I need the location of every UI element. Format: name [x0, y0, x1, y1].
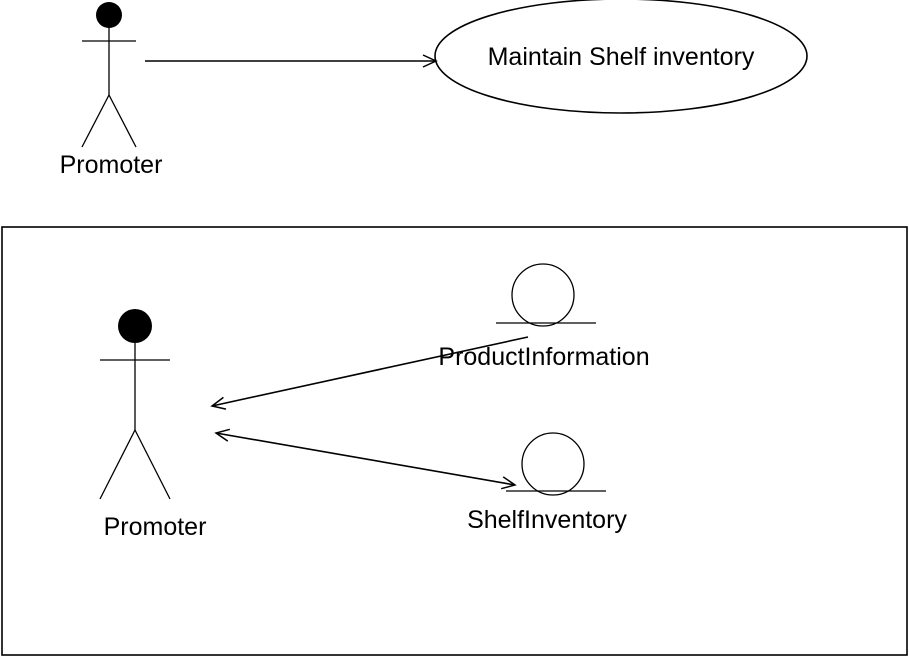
- entity-circle-shelf: [521, 432, 585, 496]
- actor-leg-right-top: [108, 94, 137, 148]
- analysis-view: Promoter ProductInformation ShelfInvento…: [1, 226, 908, 656]
- actor-label-top: Promoter: [60, 151, 163, 179]
- actor-figure-top[interactable]: [81, 2, 137, 148]
- actor-head-bottom: [118, 309, 152, 343]
- entity-label-shelf: ShelfInventory: [467, 506, 627, 534]
- analysis-frame: [1, 226, 908, 656]
- actor-head-top: [96, 2, 122, 28]
- association-product-to-actor[interactable]: [210, 336, 529, 410]
- use-case-label: Maintain Shelf inventory: [488, 43, 755, 71]
- entity-shelf-inventory[interactable]: [506, 432, 606, 496]
- actor-leg-right-bottom: [134, 429, 171, 500]
- entity-label-product: ProductInformation: [438, 343, 649, 371]
- actor-figure-bottom[interactable]: [99, 309, 171, 500]
- entity-product-information[interactable]: [496, 263, 596, 327]
- use-case-oval: [434, 0, 808, 114]
- actor-leg-left-top: [81, 94, 110, 148]
- entity-circle-product: [511, 263, 575, 327]
- use-case-ellipse[interactable]: Maintain Shelf inventory: [434, 0, 808, 114]
- use-case-view: Promoter Maintain Shelf inventory: [60, 0, 808, 179]
- actor-label-bottom: Promoter: [104, 513, 207, 541]
- actor-leg-left-bottom: [99, 429, 136, 500]
- association-actor-shelf[interactable]: [214, 428, 517, 490]
